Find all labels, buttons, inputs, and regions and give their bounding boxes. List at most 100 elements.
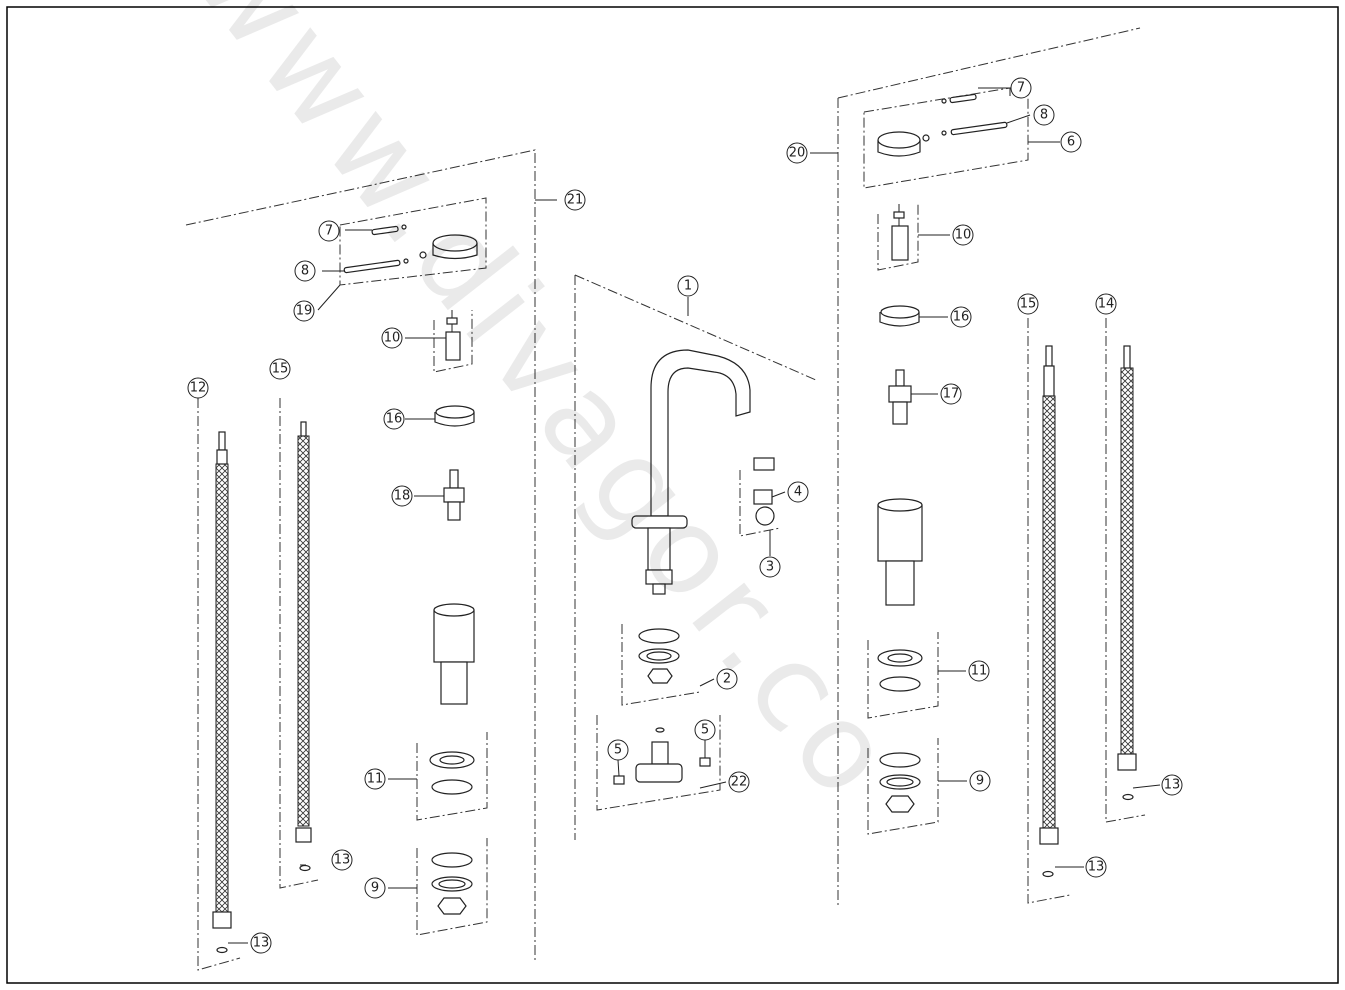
svg-text:9: 9 (371, 881, 379, 896)
callout-11-right: 11 (968, 660, 990, 682)
valve-cartridge-left (443, 469, 465, 521)
callout-7-left: 7 (318, 220, 340, 242)
left-valve-group (185, 149, 536, 971)
callout-9-right: 9 (969, 770, 991, 792)
svg-text:5: 5 (614, 743, 622, 758)
callout-19: 19 (293, 300, 315, 322)
svg-text:15: 15 (272, 362, 289, 377)
ring-right (879, 305, 920, 327)
callout-5-b: 5 (694, 719, 716, 741)
ring-left (434, 405, 475, 427)
callout-13-c: 13 (1161, 774, 1183, 796)
callout-1: 1 (677, 275, 699, 297)
svg-text:17: 17 (943, 387, 960, 402)
washer-left-2 (431, 779, 473, 795)
callout-6: 6 (1060, 131, 1082, 153)
callout-22: 22 (728, 771, 750, 793)
svg-text:6: 6 (1067, 135, 1075, 150)
aerator-insert (753, 457, 775, 471)
svg-text:14: 14 (1098, 297, 1115, 312)
callout-14: 14 (1095, 293, 1117, 315)
svg-text:10: 10 (955, 228, 972, 243)
callout-18: 18 (391, 485, 413, 507)
svg-text:15: 15 (1020, 297, 1037, 312)
svg-text:12: 12 (190, 381, 207, 396)
leader-lines (197, 87, 1161, 944)
valve-cartridge-right (888, 369, 912, 425)
svg-text:13: 13 (1088, 860, 1105, 875)
svg-text:9: 9 (976, 774, 984, 789)
callout-11-left: 11 (364, 768, 386, 790)
nut-center (647, 668, 673, 684)
flex-hose-14 (1117, 345, 1137, 771)
svg-text:2: 2 (723, 672, 731, 687)
nut-right (885, 795, 915, 813)
svg-text:4: 4 (794, 485, 802, 500)
svg-text:1: 1 (684, 279, 692, 294)
flex-hose-12 (212, 431, 232, 929)
svg-text:13: 13 (1164, 778, 1181, 793)
spout (631, 349, 751, 595)
flex-hose-left-15 (295, 421, 312, 843)
callout-7-right: 7 (1010, 77, 1032, 99)
svg-text:5: 5 (701, 723, 709, 738)
callout-16-left: 16 (383, 408, 405, 430)
pin-long-left (343, 259, 401, 274)
svg-text:13: 13 (253, 936, 270, 951)
svg-text:22: 22 (731, 775, 748, 790)
handle-cap-left (432, 234, 478, 260)
callout-13-b: 13 (250, 932, 272, 954)
aerator-housing (753, 489, 773, 505)
callout-8-left: 8 (294, 260, 316, 282)
callout-15-left: 15 (269, 358, 291, 380)
callout-10-left: 10 (381, 327, 403, 349)
right-valve-group (837, 27, 1146, 905)
svg-text:10: 10 (384, 331, 401, 346)
svg-text:16: 16 (386, 412, 403, 427)
callout-10-right: 10 (952, 224, 974, 246)
stem-left (445, 310, 461, 361)
svg-text:20: 20 (789, 146, 806, 161)
page-frame (6, 6, 1339, 984)
callouts: 21 7 8 19 10 12 15 16 18 11 13 9 13 1 4 … (187, 77, 1183, 954)
pin-short-right (949, 93, 977, 104)
svg-text:13: 13 (334, 853, 351, 868)
callout-5-a: 5 (607, 739, 629, 761)
screw-5a (613, 775, 625, 785)
watermark-text: www.divagor.co (167, 0, 925, 828)
svg-text:11: 11 (971, 664, 988, 679)
pin-short-left (371, 225, 399, 236)
callout-17: 17 (940, 383, 962, 405)
valve-sleeve-right (877, 498, 923, 606)
svg-text:19: 19 (296, 304, 313, 319)
washer-right-2 (879, 676, 921, 692)
callout-12: 12 (187, 377, 209, 399)
svg-text:18: 18 (394, 489, 411, 504)
callout-8-right: 8 (1033, 104, 1055, 126)
svg-text:8: 8 (1040, 108, 1048, 123)
callout-21: 21 (564, 189, 586, 211)
callout-20: 20 (786, 142, 808, 164)
callout-9-left: 9 (364, 877, 386, 899)
svg-text:16: 16 (953, 310, 970, 325)
callout-15-right: 15 (1017, 293, 1039, 315)
callout-3: 3 (759, 556, 781, 578)
callout-13-d: 13 (1085, 856, 1107, 878)
svg-text:21: 21 (567, 193, 584, 208)
svg-text:11: 11 (367, 772, 384, 787)
svg-text:7: 7 (1017, 81, 1025, 96)
stem-right (891, 204, 909, 261)
tee-connector (635, 727, 683, 783)
handle-cap-right (877, 131, 921, 157)
flex-hose-right-15 (1039, 345, 1059, 845)
callout-2: 2 (716, 668, 738, 690)
callout-4: 4 (787, 481, 809, 503)
screw-5b (699, 757, 711, 767)
pin-long-right (950, 121, 1008, 136)
svg-text:8: 8 (301, 264, 309, 279)
nut-left (437, 897, 467, 915)
callout-13-a: 13 (331, 849, 353, 871)
svg-text:3: 3 (766, 560, 774, 575)
svg-text:7: 7 (325, 224, 333, 239)
